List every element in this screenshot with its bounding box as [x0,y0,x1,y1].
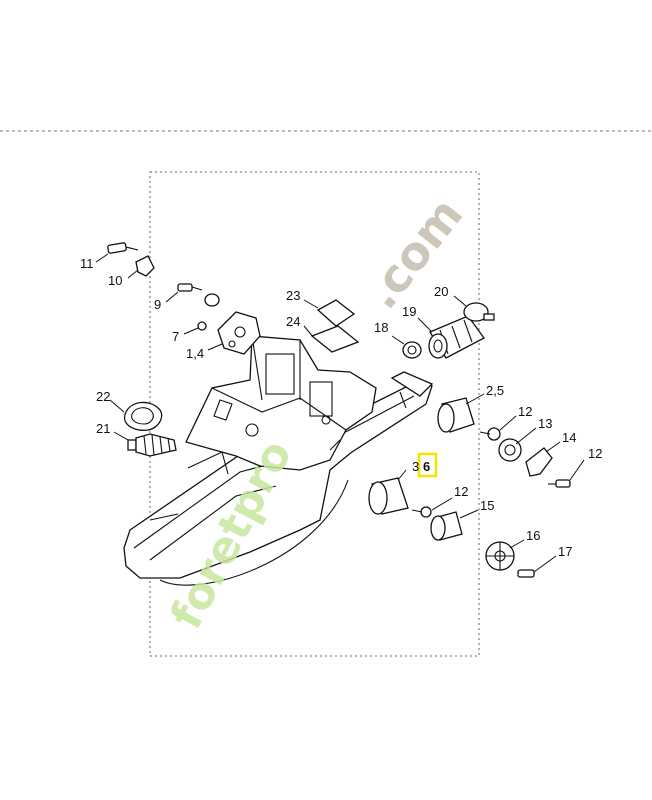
part-15-cap [430,511,463,541]
callout-15: 15 [480,498,494,513]
part-12-screw-lower [411,506,432,518]
callout-12-right: 12 [588,446,602,461]
callout-21: 21 [96,421,110,436]
part-18-ring [402,341,422,359]
highlight-box-6 [417,452,438,478]
part-10-clip [135,255,155,277]
callout-24: 24 [286,314,300,329]
part-3-6-bush [368,477,409,515]
callout-23: 23 [286,288,300,303]
part-13-knob [498,438,522,462]
callout-12-lower: 12 [454,484,468,499]
callout-2-5: 2,5 [486,383,504,398]
part-20-clamp [463,302,495,322]
part-14-lever [525,447,553,477]
callout-14: 14 [562,430,576,445]
part-12-screw-upper [479,427,501,441]
leader-lines [95,253,585,573]
part-2-5-bush [437,397,475,433]
callout-19: 19 [402,304,416,319]
part-17-screw [517,569,535,578]
part-16-spur-plate [485,541,515,571]
part-7-screw [197,321,207,331]
crankcase-housing [123,335,434,586]
part-9-screw [177,283,203,292]
part-21-rubber-mount [127,433,177,457]
callout-22: 22 [96,389,110,404]
callout-10: 10 [108,273,122,288]
callout-18: 18 [374,320,388,335]
part-19-intake-boot [428,315,485,359]
part-12-screw-right [548,479,571,488]
callout-7: 7 [172,329,179,344]
callout-13: 13 [538,416,552,431]
part-24-plate [310,325,360,353]
callout-1-4: 1,4 [186,346,204,361]
part-washer [204,293,220,307]
callout-6: 6 [423,459,430,474]
callout-3: 3 [412,459,419,474]
part-22-gasket [124,401,163,431]
callout-12-upper: 12 [518,404,532,419]
callout-17: 17 [558,544,572,559]
housing-group-boundary [149,171,480,657]
callout-16: 16 [526,528,540,543]
part-23-cover [316,299,356,327]
callout-20: 20 [434,284,448,299]
callout-11: 11 [80,256,94,271]
part-1-4-cover-plate [217,311,261,355]
callout-9: 9 [154,297,161,312]
watermark-domain: .com [354,188,473,319]
part-11-screw [107,242,139,254]
